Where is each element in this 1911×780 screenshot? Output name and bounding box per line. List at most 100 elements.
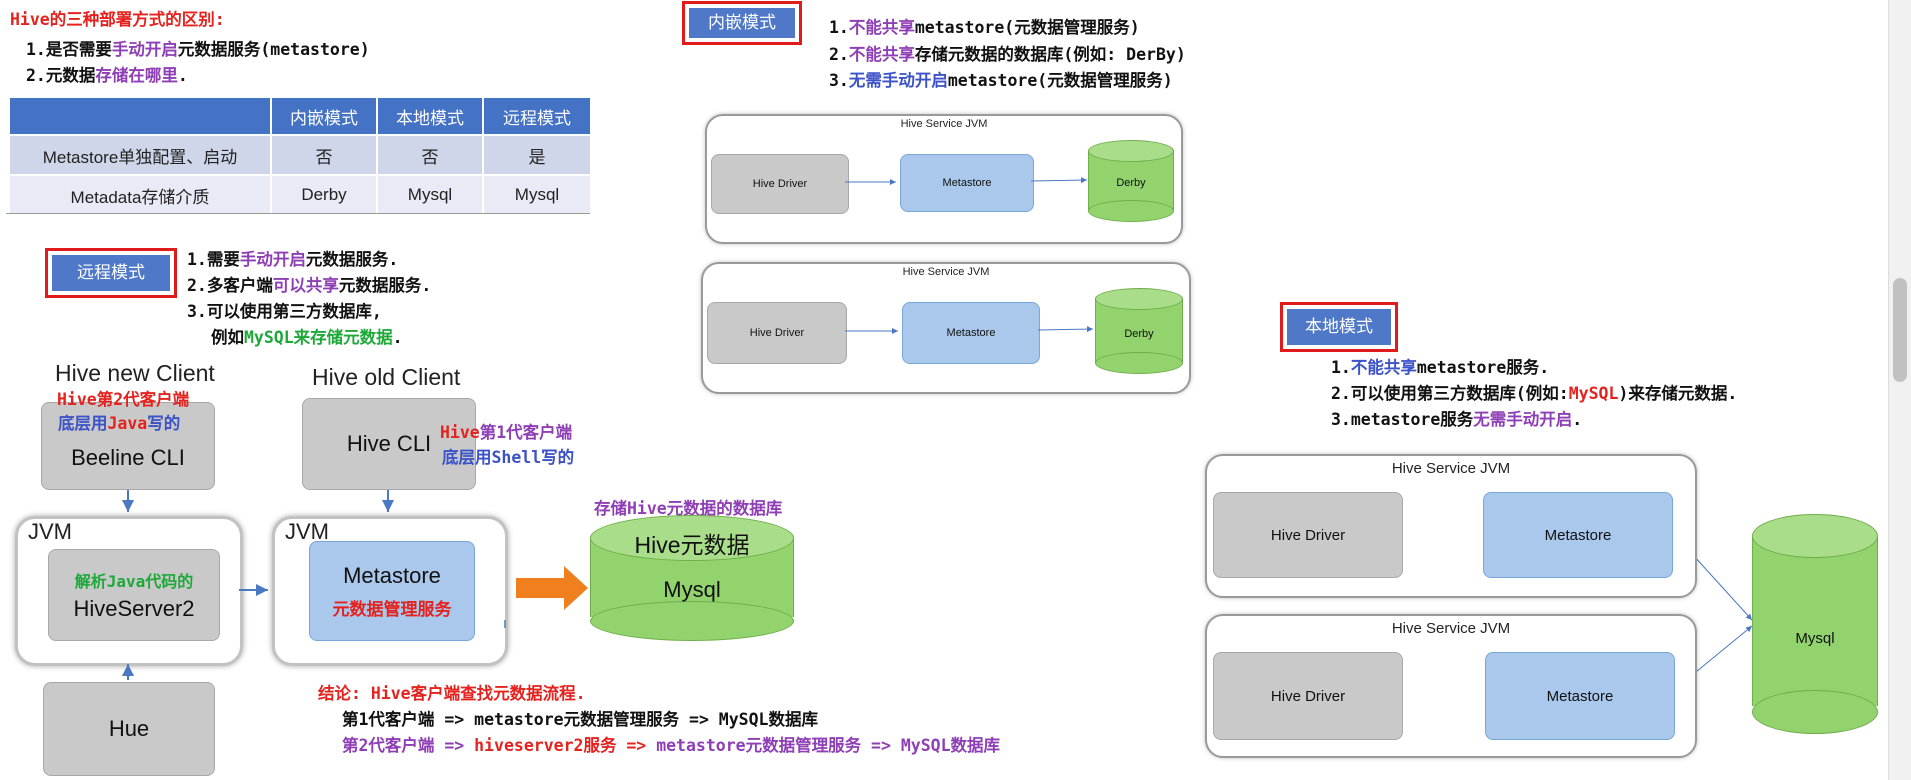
hive-driver-label: Hive Driver (752, 178, 808, 190)
local-point-3-text: 3.metastore服务 (1331, 410, 1474, 429)
table-header-cell: 内嵌模式 (271, 98, 378, 135)
embedded-point-2-rest: 存储元数据的数据库(例如: DerBy) (914, 45, 1186, 64)
hive-driver-box: Hive Driver (707, 302, 847, 364)
point-1-rest: 元数据服务(metastore) (177, 40, 370, 59)
metastore-to-derby-arrow (1030, 177, 1088, 184)
embedded-jvm-box-1: Hive Service JVM Hive Driver Metastore D… (705, 114, 1183, 244)
conclusion-line-2: 第2代客户端 => hiveserver2服务 => metastore元数据管… (342, 732, 1000, 756)
embedded-point-1-num: 1. (829, 18, 849, 37)
embedded-point-1-rest: metastore(元数据管理服务) (914, 18, 1140, 37)
table-cell: 否 (271, 134, 378, 175)
metastore-label: Metastore (1546, 687, 1614, 705)
db-note: 存储Hive元数据的数据库 (594, 499, 783, 518)
local-point-2: 2.可以使用第三方数据库(例如:MySQL)来存储元数据. (1331, 380, 1737, 404)
jvm-label: JVM (285, 519, 329, 544)
mysql-label: Mysql (1795, 630, 1835, 647)
embedded-point-3-num: 3. (829, 71, 849, 90)
derby-db-cylinder: Derby (1088, 140, 1174, 222)
hue-box: Hue (43, 682, 215, 776)
hive-driver-label: Hive Driver (1270, 687, 1346, 705)
remote-point-1-text: 1.需要 (187, 250, 240, 269)
table-cell: Mysql (483, 174, 592, 214)
embedded-point-1-highlight: 不能共享 (848, 18, 915, 37)
local-point-1-rest: metastore服务. (1416, 358, 1550, 377)
conclusion-line-2b: hiveserver2服务 => (474, 736, 657, 755)
jvm-label: Hive Service JVM (1391, 460, 1511, 477)
embedded-point-2-num: 2. (829, 45, 849, 64)
hive-driver-label: Hive Driver (1270, 526, 1346, 544)
hive-cli-label: Hive CLI (346, 431, 432, 456)
remote-point-1-rest: 元数据服务. (305, 250, 399, 269)
local-point-3-highlight: 无需手动开启 (1473, 410, 1573, 429)
metastore-to-db-arrow (516, 566, 588, 610)
table-row: Metadata存储介质 Derby Mysql Mysql (10, 174, 592, 214)
metastore-label: Metastore (946, 327, 996, 339)
remote-point-2-highlight: 可以共享 (272, 276, 339, 295)
new-client-note-2c: 写的 (147, 414, 181, 433)
db-top-label: Hive元数据 (634, 532, 750, 558)
conclusion-line-2c: metastore元数据管理服务 => MySQL数据库 (656, 736, 1000, 755)
metastore-jvm-box: JVM Metastore 元数据管理服务 (272, 516, 508, 666)
remote-point-4: 例如MySQL来存储元数据. (211, 324, 403, 348)
local-point-1-highlight: 不能共享 (1350, 358, 1417, 377)
hue-label: Hue (108, 716, 150, 741)
table-cell: Metadata存储介质 (10, 174, 272, 214)
comparison-title: Hive的三种部署方式的区别: (10, 10, 225, 29)
remote-point-4-highlight: 来存储元数据 (293, 328, 393, 347)
embedded-jvm-box-2: Hive Service JVM Hive Driver Metastore D… (701, 262, 1191, 394)
local-point-3-rest: . (1572, 410, 1583, 429)
metastore-box: Metastore (900, 154, 1034, 212)
remote-mysql-cylinder: Hive元数据 Mysql (590, 515, 794, 641)
local-jvm-box-1: Hive Service JVM Hive Driver Metastore (1205, 454, 1697, 598)
metastore-note: 元数据管理服务 (332, 599, 452, 620)
table-cell: 否 (377, 134, 484, 175)
embedded-mode-button[interactable]: 内嵌模式 (682, 1, 802, 45)
embedded-mode-label: 内嵌模式 (689, 8, 795, 38)
remote-mode-button[interactable]: 远程模式 (45, 248, 177, 298)
table-header-row: 内嵌模式 本地模式 远程模式 (10, 98, 592, 135)
derby-db-label: Derby (1116, 177, 1146, 189)
embedded-point-2: 2.不能共享存储元数据的数据库(例如: DerBy) (829, 41, 1186, 65)
hiveserver2-box: 解析Java代码的 HiveServer2 (48, 549, 220, 641)
embedded-point-1: 1.不能共享metastore(元数据管理服务) (829, 14, 1140, 38)
metastore-to-derby-arrow (1037, 326, 1094, 333)
point-2-rest: . (177, 66, 188, 85)
scrollbar-thumb[interactable] (1893, 278, 1907, 382)
beeline-cli-label: Beeline CLI (71, 445, 185, 470)
remote-point-2-text: 2.多客户端 (187, 276, 273, 295)
remote-metastore-box: Metastore 元数据管理服务 (309, 541, 475, 641)
embedded-point-3: 3.无需手动开启metastore(元数据管理服务) (829, 67, 1173, 91)
table-header-cell: 远程模式 (483, 98, 592, 135)
vertical-scrollbar[interactable] (1888, 0, 1911, 780)
embedded-point-3-highlight: 无需手动开启 (848, 71, 948, 90)
table-cell: Metastore单独配置、启动 (10, 134, 272, 175)
mysql-label: Mysql (663, 577, 721, 602)
hive-driver-label: Hive Driver (749, 327, 805, 339)
remote-point-1-highlight: 手动开启 (239, 250, 306, 269)
old-client-note-1b: 第1代客户端 (479, 423, 573, 442)
new-client-note-2b: Java (107, 414, 148, 433)
new-client-note-1: Hive第2代客户端 (57, 390, 190, 409)
remote-mode-label: 远程模式 (52, 255, 170, 291)
hiveserver2-jvm-box: JVM 解析Java代码的 HiveServer2 (15, 516, 243, 666)
embedded-point-2-highlight: 不能共享 (848, 45, 915, 64)
table-cell: Mysql (377, 174, 484, 214)
derby-db-label: Derby (1124, 328, 1154, 340)
local-point-2-rest: )来存储元数据. (1618, 384, 1738, 403)
local-mode-button[interactable]: 本地模式 (1280, 302, 1398, 352)
jvm-label: Hive Service JVM (900, 118, 988, 130)
hive-driver-box: Hive Driver (1213, 652, 1403, 740)
metastore-label: Metastore (942, 177, 992, 189)
remote-point-2-rest: 元数据服务. (338, 276, 432, 295)
old-client-note-1a: Hive (440, 423, 480, 442)
metastore-box: Metastore (1485, 652, 1675, 740)
metastore-label: Metastore (1544, 526, 1612, 544)
table-header-cell: 本地模式 (377, 98, 484, 135)
point-2-highlight: 存储在哪里 (95, 66, 178, 85)
remote-point-4-rest: . (392, 328, 403, 347)
jvm-label: JVM (28, 519, 72, 544)
hiveserver2-label: HiveServer2 (73, 596, 195, 621)
remote-point-3: 3.可以使用第三方数据库, (187, 302, 382, 321)
conclusion-line-2a: 第2代客户端 => (342, 736, 475, 755)
local-mode-label: 本地模式 (1287, 309, 1391, 345)
